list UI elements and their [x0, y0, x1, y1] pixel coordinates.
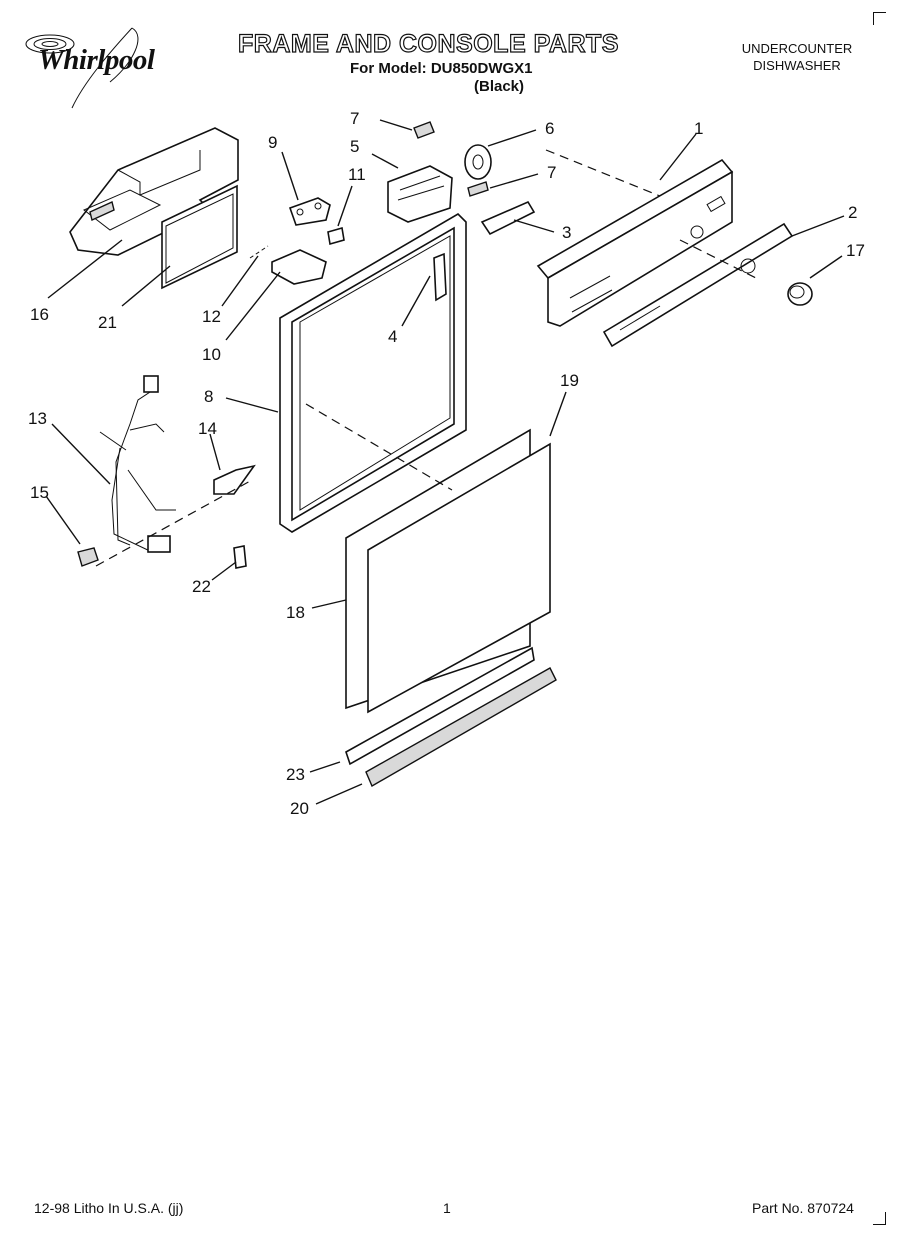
part-13-wire-harness — [99, 375, 176, 553]
part-22-clip — [233, 545, 247, 569]
callout-7-middle: 7 — [547, 163, 556, 182]
leader-lines — [45, 119, 845, 805]
callout-6: 6 — [545, 119, 554, 138]
callout-22: 22 — [192, 577, 211, 596]
appliance-type-line-1: UNDERCOUNTER — [741, 41, 853, 56]
callout-23: 23 — [286, 765, 305, 784]
callout-8: 8 — [204, 387, 213, 406]
brand-name: Whirlpool — [38, 44, 155, 76]
appliance-type-line-2: DISHWASHER — [753, 58, 841, 73]
whirlpool-swirl-logo-icon — [25, 27, 139, 109]
callout-21: 21 — [98, 313, 117, 332]
color-line: (Black) — [474, 78, 525, 95]
callout-20: 20 — [290, 799, 309, 818]
callout-3: 3 — [562, 223, 571, 242]
callout-12: 12 — [202, 307, 221, 326]
part-6-cam — [464, 144, 492, 180]
part-10-latch-base — [271, 249, 327, 285]
part-1-console — [536, 158, 734, 327]
part-14-switch — [213, 464, 256, 495]
page-number: 1 — [443, 1200, 451, 1216]
callout-4: 4 — [388, 327, 397, 346]
callout-19: 19 — [560, 371, 579, 390]
part-19-outer-door-panel — [367, 442, 551, 714]
part-7-screw-middle — [467, 181, 489, 197]
page-title: FRAME AND CONSOLE PARTS — [237, 29, 619, 58]
callout-1: 1 — [694, 119, 703, 138]
part-23-trim-strip — [345, 646, 535, 766]
callout-13: 13 — [28, 409, 47, 428]
callout-2: 2 — [848, 203, 857, 222]
part-20-bottom-trim — [365, 667, 557, 787]
callout-16: 16 — [30, 305, 49, 324]
callout-15: 15 — [30, 483, 49, 502]
corner-mark-top-right — [873, 12, 886, 25]
part-11-clip — [327, 226, 345, 246]
callout-14: 14 — [198, 419, 217, 438]
part-12-pin — [249, 245, 269, 259]
appliance-type: UNDERCOUNTER DISHWASHER — [712, 40, 882, 74]
part-4-door-latch — [433, 252, 447, 302]
part-21-insulation-panel — [161, 184, 238, 290]
callout-18: 18 — [286, 603, 305, 622]
part-5-switch-assembly — [387, 165, 453, 223]
part-7-screw-top — [413, 121, 435, 139]
callout-11: 11 — [348, 165, 366, 184]
callout-7-top: 7 — [350, 109, 359, 128]
print-info: 12-98 Litho In U.S.A. (jj) — [34, 1200, 184, 1216]
corner-mark-bottom-right — [873, 1212, 886, 1225]
part-16-control-housing — [69, 127, 239, 256]
part-17-knob — [787, 282, 813, 306]
callout-17: 17 — [846, 241, 865, 260]
model-line: For Model: DU850DWGX1 — [350, 60, 533, 77]
whirlpool-logo — [14, 22, 186, 112]
part-number: Part No. 870724 — [752, 1200, 854, 1216]
callout-10: 10 — [202, 345, 221, 364]
callout-5: 5 — [350, 137, 359, 156]
part-3-bracket — [480, 200, 536, 236]
part-9-bracket — [288, 197, 331, 226]
part-15-screw — [77, 547, 99, 567]
callout-9: 9 — [268, 133, 277, 152]
